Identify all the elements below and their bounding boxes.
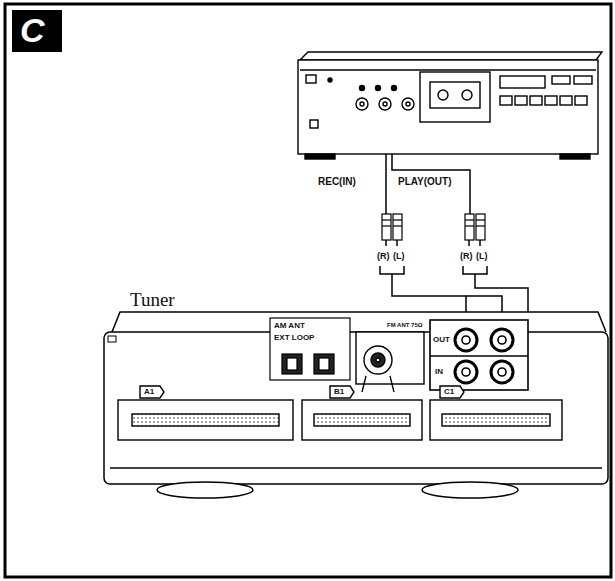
channel-label: (R): [377, 252, 390, 261]
slot-label: A1: [144, 388, 154, 396]
slot-label: C1: [444, 388, 454, 396]
jack-label: OUT: [433, 336, 450, 344]
terminal-label: EXT LOOP: [274, 334, 314, 342]
terminal-label: AM ANT: [274, 322, 305, 330]
cable-label: REC(IN): [318, 177, 356, 187]
channel-label: (L): [476, 252, 488, 261]
channel-label: (R): [460, 252, 473, 261]
jack-label: IN: [435, 368, 443, 376]
channel-label: (L): [393, 252, 405, 261]
cable-label: PLAY(OUT): [398, 177, 452, 187]
section-letter: C: [20, 13, 45, 47]
slot-label: B1: [334, 388, 344, 396]
device-name: Tuner: [130, 290, 175, 309]
terminal-label: FM ANT 75Ω: [386, 322, 424, 328]
